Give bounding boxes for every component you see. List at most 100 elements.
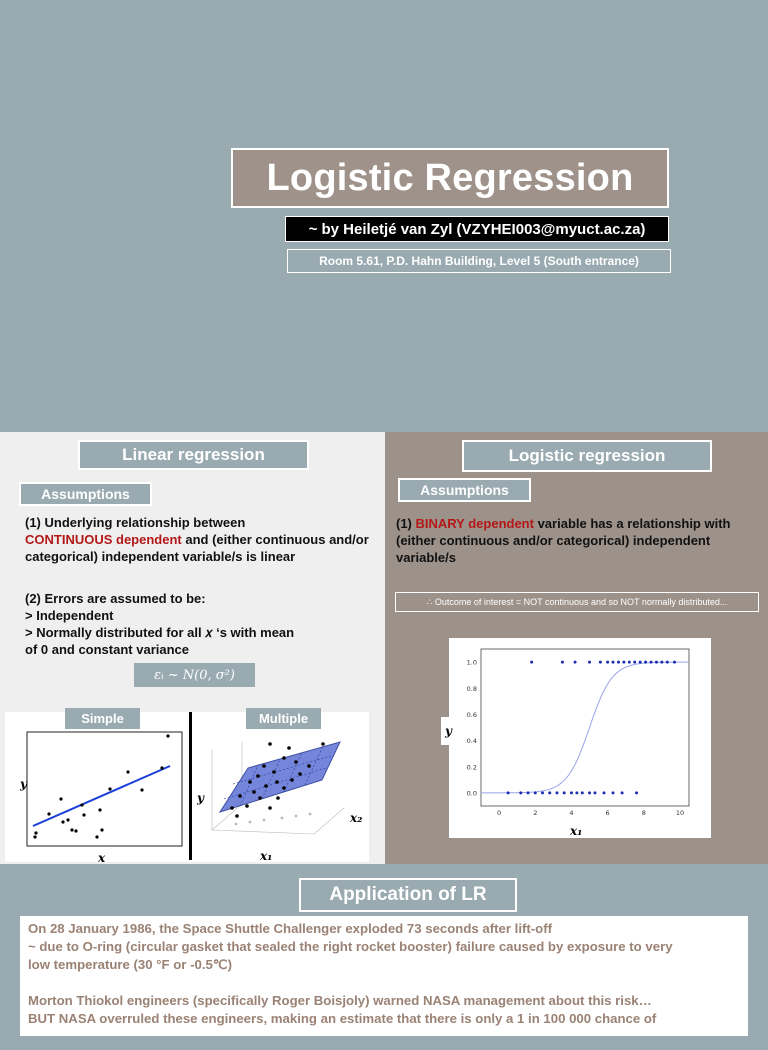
data-point [660, 660, 664, 664]
simple-label: Simple [65, 708, 140, 729]
multi-x1-label: x₁ [259, 849, 272, 862]
logistic-y-ticks: 0.0 0.2 0.4 0.6 0.8 1.0 [467, 659, 477, 798]
application-paragraph-1: On 28 January 1986, the Space Shuttle Ch… [28, 920, 740, 974]
linear-regression-header: Linear regression [78, 440, 309, 470]
data-point [654, 660, 658, 664]
x-tick-label: 6 [606, 809, 610, 817]
assumption-2-line-3: > Normally distributed for all 𝑥 ‘s with… [25, 625, 295, 640]
y-tick-label: 0.0 [467, 789, 477, 797]
data-point [598, 660, 602, 664]
logistic-assumptions-label: Assumptions [398, 478, 531, 502]
multi-x2-label: x₂ [349, 811, 362, 825]
simple-fit-line [32, 765, 171, 827]
regression-plane [218, 741, 341, 813]
app-p2-line1: Morton Thiokol engineers (specifically R… [28, 993, 652, 1008]
data-point [575, 791, 579, 795]
simple-y-label: y [19, 777, 28, 791]
x-tick-label: 10 [676, 809, 684, 817]
logistic-plot-frame [480, 648, 690, 807]
logistic-x-label: x₁ [569, 824, 582, 838]
error-distribution-formula: εᵢ ~ N(0, σ²) [134, 663, 255, 687]
app-p1-line2: ~ due to O-ring (circular gasket that se… [28, 939, 673, 954]
data-point [673, 660, 677, 664]
data-point [526, 791, 530, 795]
data-point [560, 660, 564, 664]
assumption-2-line-2: > Independent [25, 608, 114, 623]
app-p1-line1: On 28 January 1986, the Space Shuttle Ch… [28, 921, 552, 936]
x-tick-label: 4 [569, 809, 573, 817]
data-point [620, 791, 624, 795]
logistic-assumption-1-prefix: (1) [396, 516, 416, 531]
simple-regression-plot: y x [19, 731, 183, 862]
data-point [633, 660, 637, 664]
data-point [588, 791, 592, 795]
app-p2-line2: BUT NASA overruled these engineers, maki… [28, 1011, 657, 1026]
data-point [635, 791, 639, 795]
application-paragraph-2: Morton Thiokol engineers (specifically R… [28, 992, 740, 1028]
logistic-curve [481, 661, 689, 794]
outcome-note: ∴ Outcome of interest = NOT continuous a… [395, 592, 759, 612]
y-tick-label: 0.4 [467, 737, 477, 745]
x-tick-label: 2 [533, 809, 537, 817]
assumption-2-line-4: of 0 and constant variance [25, 642, 189, 657]
data-point [548, 791, 552, 795]
multi-y-label: y [196, 791, 205, 805]
logistic-assumption-1: (1) BINARY dependent variable has a rela… [396, 515, 750, 566]
logistic-regression-header: Logistic regression [462, 440, 712, 472]
room-location: Room 5.61, P.D. Hahn Building, Level 5 (… [287, 249, 671, 273]
linear-assumptions-label: Assumptions [19, 482, 152, 506]
data-point [638, 660, 642, 664]
multi-projected-points [234, 812, 312, 826]
y-tick-label: 0.8 [467, 685, 477, 693]
data-point [588, 660, 592, 664]
plane-grid [223, 745, 332, 807]
linear-assumption-1-prefix: (1) Underlying relationship between [25, 515, 246, 530]
linear-assumption-1: (1) Underlying relationship between CONT… [25, 514, 375, 565]
data-point [616, 660, 620, 664]
data-point [627, 660, 631, 664]
data-point [611, 660, 615, 664]
data-point [606, 660, 610, 664]
author-line: ~ by Heiletjé van Zyl (VZYHEI003@myuct.a… [285, 216, 669, 242]
data-point [593, 791, 597, 795]
data-point [530, 660, 534, 664]
page-title: Logistic Regression [231, 148, 669, 208]
data-point [622, 660, 626, 664]
data-point [555, 791, 559, 795]
data-point [602, 791, 606, 795]
data-point [649, 660, 653, 664]
data-point [519, 791, 523, 795]
assumption-2-line-1: (2) Errors are assumed to be: [25, 591, 206, 606]
linear-assumption-2: (2) Errors are assumed to be: > Independ… [25, 590, 375, 658]
data-point [573, 660, 577, 664]
continuous-dependent-text: CONTINUOUS dependent [25, 532, 182, 547]
data-point [569, 791, 573, 795]
data-point [644, 660, 648, 664]
binary-dependent-text: BINARY dependent [415, 516, 534, 531]
logistic-points [506, 660, 677, 795]
multi-points [230, 742, 325, 818]
logistic-y-label: y [441, 717, 456, 745]
app-p1-line3: low temperature (30 °F or -0.5℃) [28, 957, 233, 972]
simple-points [33, 734, 170, 839]
linear-assumption-1-rest: and (either continuous and/or categorica… [25, 532, 369, 564]
data-point [611, 791, 615, 795]
data-point [580, 791, 584, 795]
multiple-label: Multiple [246, 708, 321, 729]
multiple-regression-plot: y x₁ x₂ [196, 741, 362, 862]
logistic-assumption-1-rest: variable has a relationship with (either… [396, 516, 731, 565]
simple-x-label: x [97, 851, 106, 862]
data-point [533, 791, 537, 795]
y-tick-label: 0.6 [467, 711, 477, 719]
data-point [540, 791, 544, 795]
figure-divider [189, 712, 192, 860]
data-point [506, 791, 510, 795]
y-tick-label: 0.2 [467, 763, 477, 771]
data-point [562, 791, 566, 795]
y-tick-label: 1.0 [467, 659, 477, 667]
x-tick-label: 0 [497, 809, 501, 817]
data-point [665, 660, 669, 664]
multi-axes [211, 742, 345, 835]
